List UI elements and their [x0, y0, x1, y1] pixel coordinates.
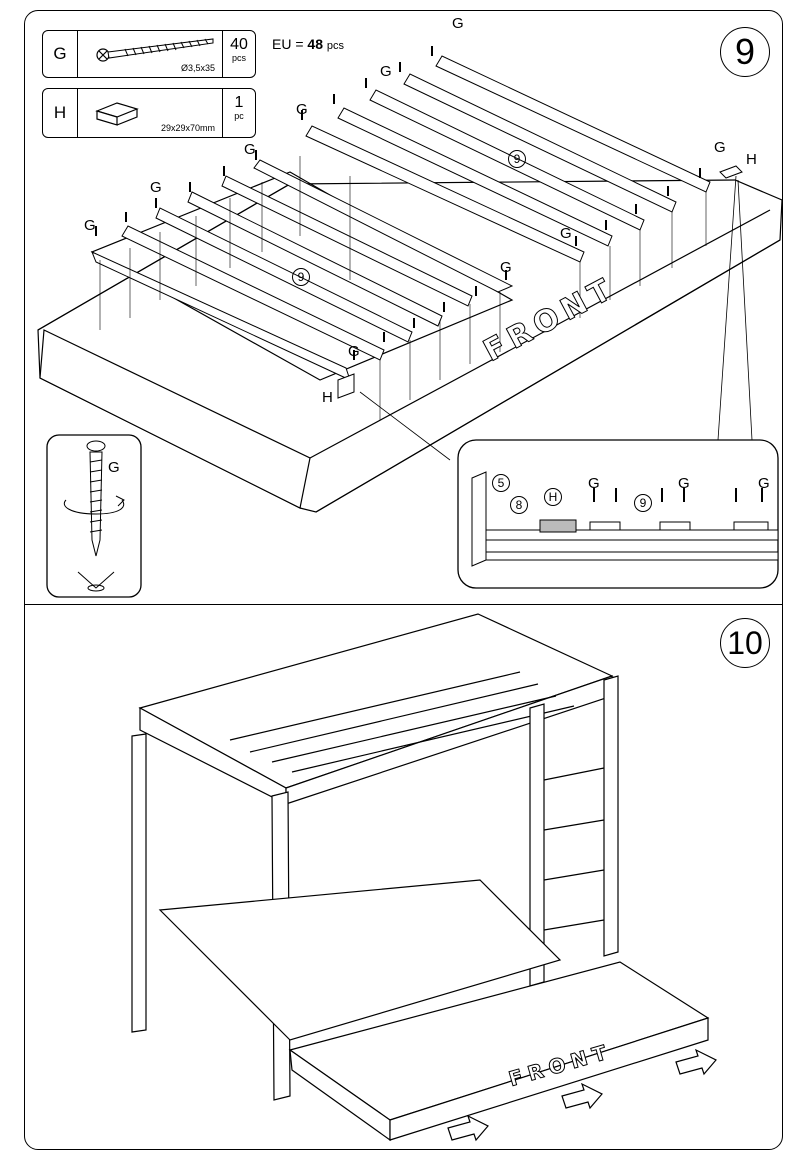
screw-label: G [452, 15, 464, 32]
eu-unit: pcs [326, 40, 344, 52]
screw-label: G [296, 101, 308, 118]
part-qty: 40 pcs [222, 31, 255, 77]
screw-label: G [560, 225, 572, 242]
block-callout: H [544, 488, 562, 506]
step-number-10: 10 [720, 618, 770, 668]
block-label: H [746, 151, 757, 168]
screw-label: G [244, 141, 256, 158]
rail-callout: 8 [510, 496, 528, 514]
block-icon [95, 102, 139, 126]
screw-label: G [380, 63, 392, 80]
slat-callout: 9 [508, 150, 526, 168]
qty-number: 1 [234, 94, 244, 111]
screw-label: G [84, 217, 96, 234]
manual-page-frame [24, 10, 783, 1150]
screw-icon [96, 38, 214, 62]
block-label: H [322, 389, 333, 406]
screw-label: G [348, 343, 360, 360]
eu-prefix: EU = [272, 36, 308, 52]
part-size: Ø3,5x35 [180, 63, 215, 73]
screw-label: G [150, 179, 162, 196]
step-divider [24, 604, 783, 605]
part-letter: G [43, 31, 78, 77]
slat-callout: 9 [292, 268, 310, 286]
qty-number: 40 [230, 36, 248, 53]
part-qty: 1 pc [222, 89, 255, 137]
eu-quantity-note: EU = 48 pcs [272, 36, 344, 52]
screw-label: G [108, 459, 120, 476]
qty-unit: pcs [231, 53, 246, 63]
part-h-box: H 29x29x70mm 1 pc [42, 88, 256, 138]
part-size: 29x29x70mm [160, 123, 215, 133]
screw-label: G [678, 475, 690, 492]
part-g-box: G Ø3,5x35 40 pcs [42, 30, 256, 78]
screw-label: G [714, 139, 726, 156]
rail-callout: 5 [492, 474, 510, 492]
screw-label: G [500, 259, 512, 276]
part-letter: H [43, 89, 78, 137]
eu-count: 48 [307, 36, 323, 52]
screw-label: G [758, 475, 770, 492]
slat-callout: 9 [634, 494, 652, 512]
screw-label: G [588, 475, 600, 492]
qty-unit: pc [234, 111, 244, 121]
step-number-9: 9 [720, 27, 770, 77]
